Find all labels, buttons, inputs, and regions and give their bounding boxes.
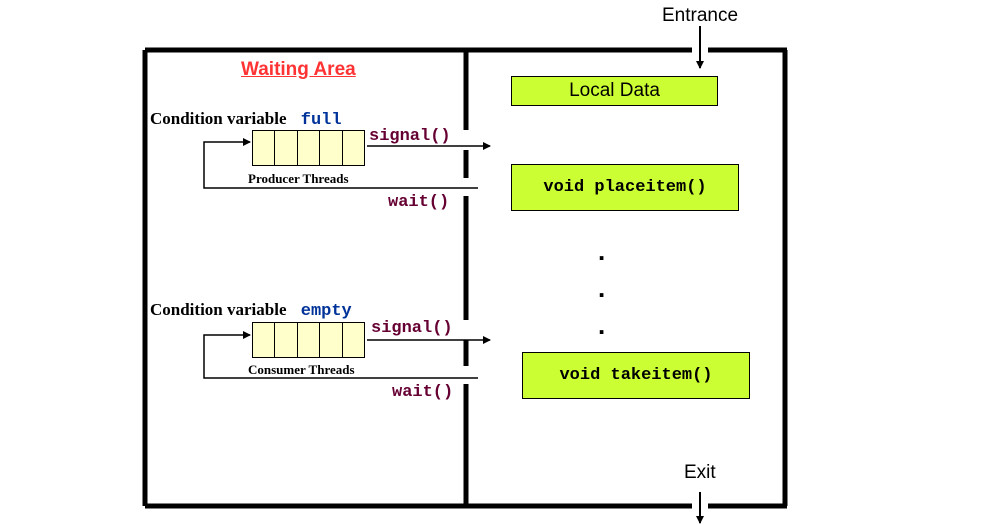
queue-slot: [343, 323, 364, 357]
queue-slot: [275, 131, 298, 165]
procedure-placeitem: void placeitem(): [511, 164, 739, 211]
ellipsis-dot-1: .: [598, 236, 606, 266]
monitor-frame: [142, 47, 788, 509]
producer-signal: signal(): [369, 127, 451, 146]
local-data-label: Local Data: [569, 80, 660, 101]
queue-slot: [253, 323, 276, 357]
procedure-takeitem: void takeitem(): [522, 352, 750, 399]
condition-full-heading: Condition variable full: [150, 110, 342, 129]
local-data-box: Local Data: [511, 76, 718, 106]
consumer-loop: [203, 331, 491, 379]
exit-label: Exit: [684, 462, 716, 483]
consumer-queue: [252, 322, 365, 358]
consumer-wait: wait(): [392, 383, 454, 402]
queue-slot: [298, 131, 321, 165]
entrance-label: Entrance: [662, 5, 739, 26]
waiting-area-title: Waiting Area: [241, 59, 356, 80]
consumer-signal: signal(): [371, 319, 453, 338]
procedure-takeitem-label: void takeitem(): [559, 366, 713, 385]
procedure-placeitem-label: void placeitem(): [543, 178, 707, 197]
queue-slot: [298, 323, 321, 357]
ellipsis-dot-2: .: [598, 273, 606, 303]
producer-threads-label: Producer Threads: [248, 171, 349, 186]
condition-empty-heading: Condition variable empty: [150, 301, 352, 320]
condition-empty-prefix: Condition variable: [150, 300, 287, 319]
queue-slot: [320, 323, 343, 357]
producer-wait: wait(): [388, 193, 450, 212]
queue-slot: [343, 131, 364, 165]
queue-slot: [275, 323, 298, 357]
condition-full-prefix: Condition variable: [150, 109, 287, 128]
condition-empty-var: empty: [300, 302, 352, 321]
condition-full-var: full: [300, 111, 342, 130]
queue-slot: [320, 131, 343, 165]
consumer-threads-label: Consumer Threads: [248, 362, 355, 377]
producer-loop: [203, 138, 491, 189]
queue-slot: [253, 131, 276, 165]
ellipsis-dot-3: .: [598, 310, 606, 340]
producer-queue: [252, 130, 365, 166]
